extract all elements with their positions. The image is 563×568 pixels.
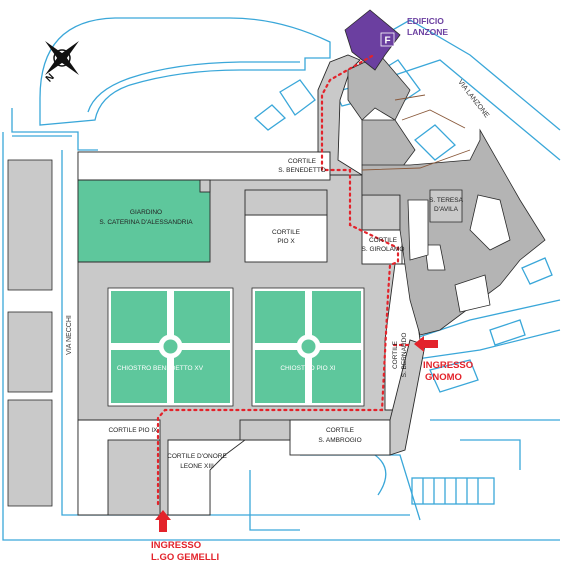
- label-chiostro-benedetto: CHIOSTRO BENEDETTO XV: [117, 365, 204, 372]
- label-cortile-girolamo-1: CORTILE: [369, 237, 398, 244]
- label-teresa-2: D'AVILA: [434, 206, 459, 213]
- label-ingresso-gnomo-1[interactable]: INGRESSO: [423, 360, 473, 371]
- chiostro-pio: [251, 287, 365, 407]
- label-ingresso-gemelli-1[interactable]: INGRESSO: [151, 540, 201, 551]
- label-cortile-pioix: CORTILE PIO IX: [108, 427, 158, 434]
- main-complex: [77, 54, 426, 516]
- route-path: [156, 54, 410, 507]
- edificio-label-line1: EDIFICIO: [407, 16, 444, 26]
- ingresso-gnomo-arrow[interactable]: [414, 336, 438, 352]
- label-cortile-benedetto-2: S. BENEDETTO: [278, 167, 326, 174]
- label-cortile-girolamo-2: S. GIROLAMO: [362, 246, 405, 253]
- label-ingresso-gnomo-2[interactable]: GNOMO: [425, 372, 462, 383]
- label-cortile-ambrogio-1: CORTILE: [326, 427, 355, 434]
- right-complex: [347, 54, 546, 336]
- chiostro-benedetto: [107, 287, 234, 407]
- compass-north-letter: N: [44, 72, 57, 85]
- label-teresa-1: S. TERESA: [429, 197, 464, 204]
- label-cortile-bernardo-1: CORTILE: [392, 340, 399, 369]
- label-ingresso-gemelli-2[interactable]: L.GO GEMELLI: [151, 552, 219, 563]
- label-giardino-1: GIARDINO: [130, 209, 162, 216]
- compass-icon: [45, 41, 79, 75]
- label-cortile-bernardo-2: S. BERNARDO: [401, 333, 408, 378]
- label-cortile-piox-1: CORTILE: [272, 229, 301, 236]
- roof-accents: [361, 94, 471, 171]
- ingresso-gemelli-arrow[interactable]: [155, 510, 171, 532]
- edificio-letter: F: [384, 36, 390, 47]
- label-giardino-2: S. CATERINA D'ALESSANDRIA: [99, 219, 193, 226]
- left-buildings: [7, 159, 53, 507]
- street-via-lanzone: VIA LANZONE: [456, 79, 490, 120]
- label-chiostro-pio: CHIOSTRO PIO XI: [280, 365, 335, 372]
- label-cortile-ambrogio-2: S. AMBROGIO: [318, 437, 361, 444]
- label-cortile-onore-2: LEONE XIII: [180, 463, 214, 470]
- label-cortile-benedetto-1: CORTILE: [288, 158, 317, 165]
- edificio-label-line2: LANZONE: [407, 27, 448, 37]
- street-via-necchi: VIA NECCHI: [66, 315, 73, 355]
- edificio-marker: [380, 32, 395, 47]
- label-cortile-piox-2: PIO X: [277, 238, 295, 245]
- label-cortile-onore-1: CORTILE D'ONORE: [167, 453, 227, 460]
- edificio-lanzone-building[interactable]: [344, 9, 401, 71]
